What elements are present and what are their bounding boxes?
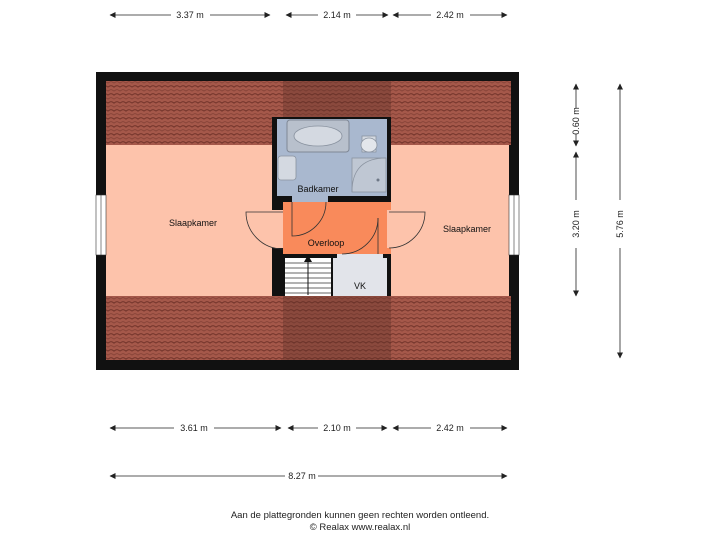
landing <box>283 202 391 254</box>
dim-bottom-1: 3.61 m <box>180 423 208 433</box>
bathtub-basin <box>293 125 343 147</box>
room-label-bathroom: Badkamer <box>297 184 338 194</box>
bathroom-wall <box>272 196 391 202</box>
dim-right-outer: 5.76 m <box>615 210 625 238</box>
room-label-landing: Overloop <box>308 238 345 248</box>
window-right <box>508 194 520 256</box>
left-bedroom <box>106 145 272 296</box>
stairs <box>285 255 331 296</box>
shower-screen <box>351 157 387 193</box>
door-opening-bath <box>292 196 328 202</box>
dim-bottom-3: 2.42 m <box>436 423 464 433</box>
dim-total: 8.27 m <box>288 471 316 481</box>
shower-drain <box>376 178 380 182</box>
dim-top-2: 2.14 m <box>323 10 351 20</box>
room-label-closet: VK <box>354 281 366 291</box>
room-label-left-bedroom: Slaapkamer <box>169 218 217 228</box>
copyright-text: © Realax www.realax.nl <box>309 522 411 533</box>
stairs-arrow-icon <box>304 255 312 262</box>
dim-right-1: 0.60 m <box>571 107 581 135</box>
dim-bottom-2: 2.10 m <box>323 423 351 433</box>
dim-top-3: 2.42 m <box>436 10 464 20</box>
door-opening-right <box>387 210 393 248</box>
right-bedroom <box>391 145 509 296</box>
dim-top-1: 3.37 m <box>176 10 204 20</box>
dim-right-2: 3.20 m <box>571 210 581 238</box>
toilet-bowl <box>360 137 378 153</box>
disclaimer-text: Aan de plattegronden kunnen geen rechten… <box>230 510 490 521</box>
door-opening-closet <box>337 254 383 258</box>
door-opening-left <box>272 210 283 248</box>
room-label-right-bedroom: Slaapkamer <box>443 224 491 234</box>
sink <box>277 155 297 181</box>
roof-tiles-bottom <box>106 296 511 360</box>
shower <box>351 157 387 193</box>
door-swings <box>245 201 426 255</box>
closet <box>333 258 387 296</box>
roof-shade-bottom <box>283 296 391 360</box>
window-left <box>95 194 107 256</box>
